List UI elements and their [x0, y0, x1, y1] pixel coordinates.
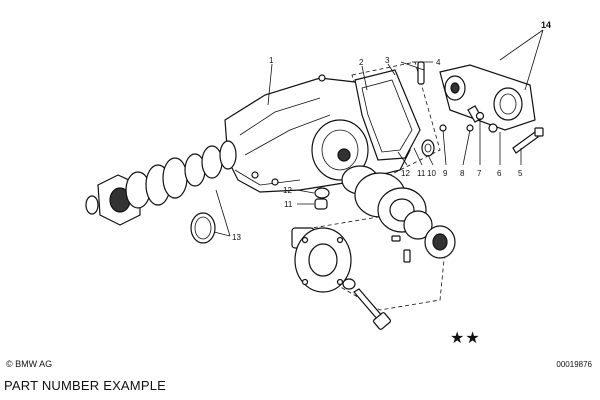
side-bearing-cover: [341, 165, 456, 259]
callout-2: 2: [359, 58, 364, 67]
callout-11-top: 11: [417, 169, 426, 178]
caption-text: PART NUMBER EXAMPLE: [4, 378, 167, 393]
front-bolt-washer: [391, 235, 411, 263]
diagram-id-label: 00019876: [556, 360, 592, 369]
callout-4: 4: [436, 58, 441, 67]
callout-9: 9: [443, 169, 448, 178]
long-bolt: [353, 288, 392, 330]
callout-1: 1: [269, 56, 274, 65]
stars-marker: ★★: [450, 328, 481, 347]
output-flange: [291, 227, 356, 293]
callout-7: 7: [477, 169, 482, 178]
callout-14: 14: [541, 20, 551, 30]
leader-lines: [213, 29, 544, 237]
callout-12-top: 12: [401, 169, 410, 178]
callout-12-left: 12: [283, 186, 292, 195]
callout-11-left: 11: [284, 200, 293, 209]
callout-3: 3: [385, 56, 390, 65]
mount-bolt: [512, 127, 544, 154]
callout-6: 6: [497, 169, 502, 178]
pinion-flange-assembly: [85, 140, 237, 226]
small-fittings: [314, 187, 330, 210]
copyright-label: © BMW AG: [6, 359, 53, 369]
rear-cover-gasket: [354, 61, 435, 161]
seal-ring: [190, 212, 216, 244]
rubber-mount-bracket: [439, 64, 536, 131]
callout-10: 10: [427, 169, 436, 178]
small-hardware: [439, 111, 498, 133]
callout-13: 13: [232, 233, 241, 242]
callout-8: 8: [460, 169, 465, 178]
callout-5: 5: [518, 169, 523, 178]
